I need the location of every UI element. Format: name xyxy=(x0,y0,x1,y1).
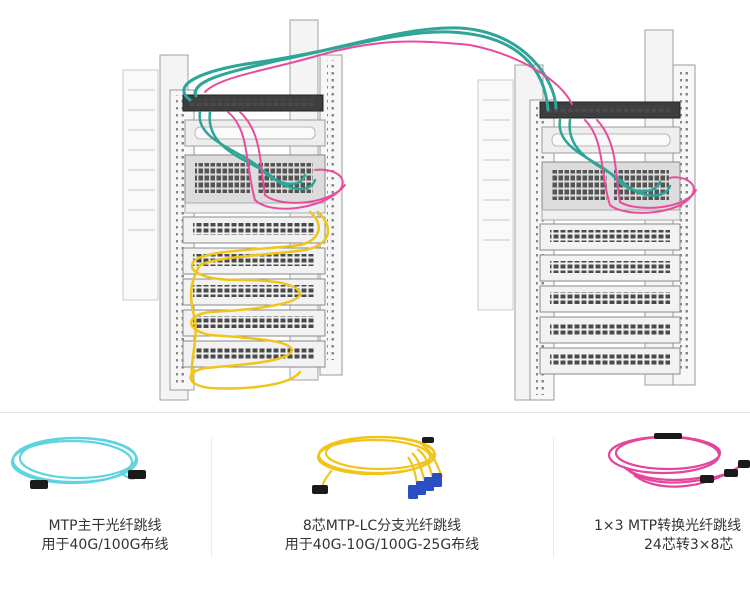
product-mtp-conversion-line1: 1×3 MTP转换光纤跳线 xyxy=(594,518,742,534)
left-rack xyxy=(122,19,343,401)
data-center-rack-cabling-diagram xyxy=(122,19,697,401)
aqua-fiber-coil-icon xyxy=(10,436,146,489)
yellow-breakout-cables xyxy=(189,210,330,390)
right-rack xyxy=(477,29,696,401)
product-mtp-lc-line2: 用于40G-10G/100G-25G布线 xyxy=(284,537,480,553)
product-mtp-trunk-line1: MTP主干光纤跳线 xyxy=(48,518,162,534)
product-mtp-trunk-line2: 用于40G/100G布线 xyxy=(41,537,169,553)
product-mtp-lc-line1: 8芯MTP-LC分支光纤跳线 xyxy=(302,518,462,534)
product-mtp-conversion-line2: 24芯转3×8芯 xyxy=(644,537,734,553)
right-rack-patch-cables xyxy=(558,118,697,214)
yellow-breakout-cable-icon xyxy=(312,435,444,499)
trunk-cables xyxy=(182,26,573,112)
left-rack-patch-cables xyxy=(198,110,346,210)
pink-conversion-cable-icon xyxy=(607,433,750,488)
product-separator xyxy=(211,438,212,558)
product-mtp-lc-breakout-cable[interactable]: 8芯MTP-LC分支光纤跳线 用于40G-10G/100G-25G布线 xyxy=(212,425,552,585)
product-mtp-conversion-cable[interactable]: 1×3 MTP转换光纤跳线 24芯转3×8芯 xyxy=(554,425,750,585)
section-divider xyxy=(0,412,750,413)
product-separator xyxy=(553,438,554,558)
product-mtp-trunk-cable[interactable]: MTP主干光纤跳线 用于40G/100G布线 xyxy=(0,425,210,585)
